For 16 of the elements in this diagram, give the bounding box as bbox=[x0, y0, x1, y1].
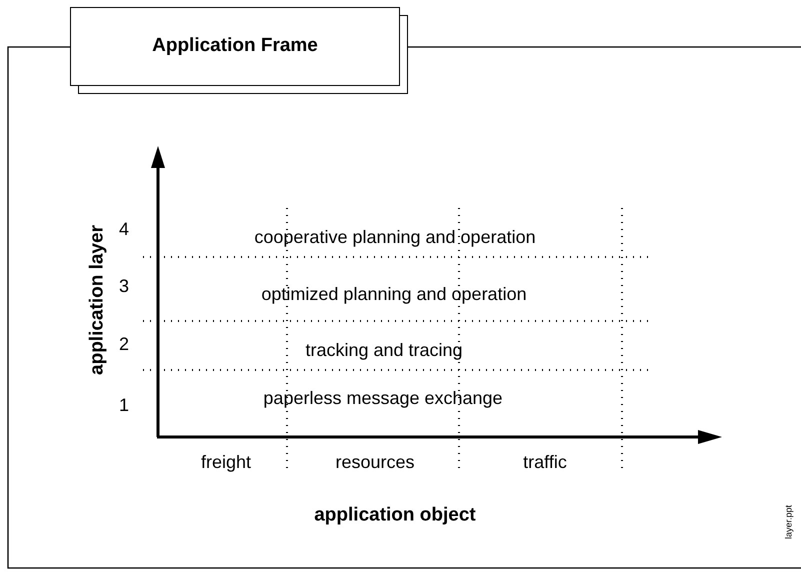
layer-label: tracking and tracing bbox=[305, 341, 463, 359]
category-label: freight bbox=[200, 453, 252, 471]
layer-number: 4 bbox=[119, 220, 129, 238]
title-box bbox=[70, 7, 400, 86]
file-name: layer.ppt bbox=[784, 504, 794, 540]
category-label: traffic bbox=[523, 453, 567, 471]
layer-label: optimized planning and operation bbox=[261, 285, 527, 303]
layer-label: paperless message exchange bbox=[263, 389, 503, 407]
title-text: Application Frame bbox=[152, 34, 318, 58]
layer-number: 1 bbox=[119, 396, 129, 414]
layer-number: 3 bbox=[119, 277, 129, 295]
category-label: resources bbox=[335, 453, 415, 471]
axis-title: application object bbox=[314, 506, 476, 524]
layer-number: 2 bbox=[119, 335, 129, 353]
axis-title: application layer bbox=[88, 225, 106, 375]
layer-label: cooperative planning and operation bbox=[254, 228, 536, 246]
